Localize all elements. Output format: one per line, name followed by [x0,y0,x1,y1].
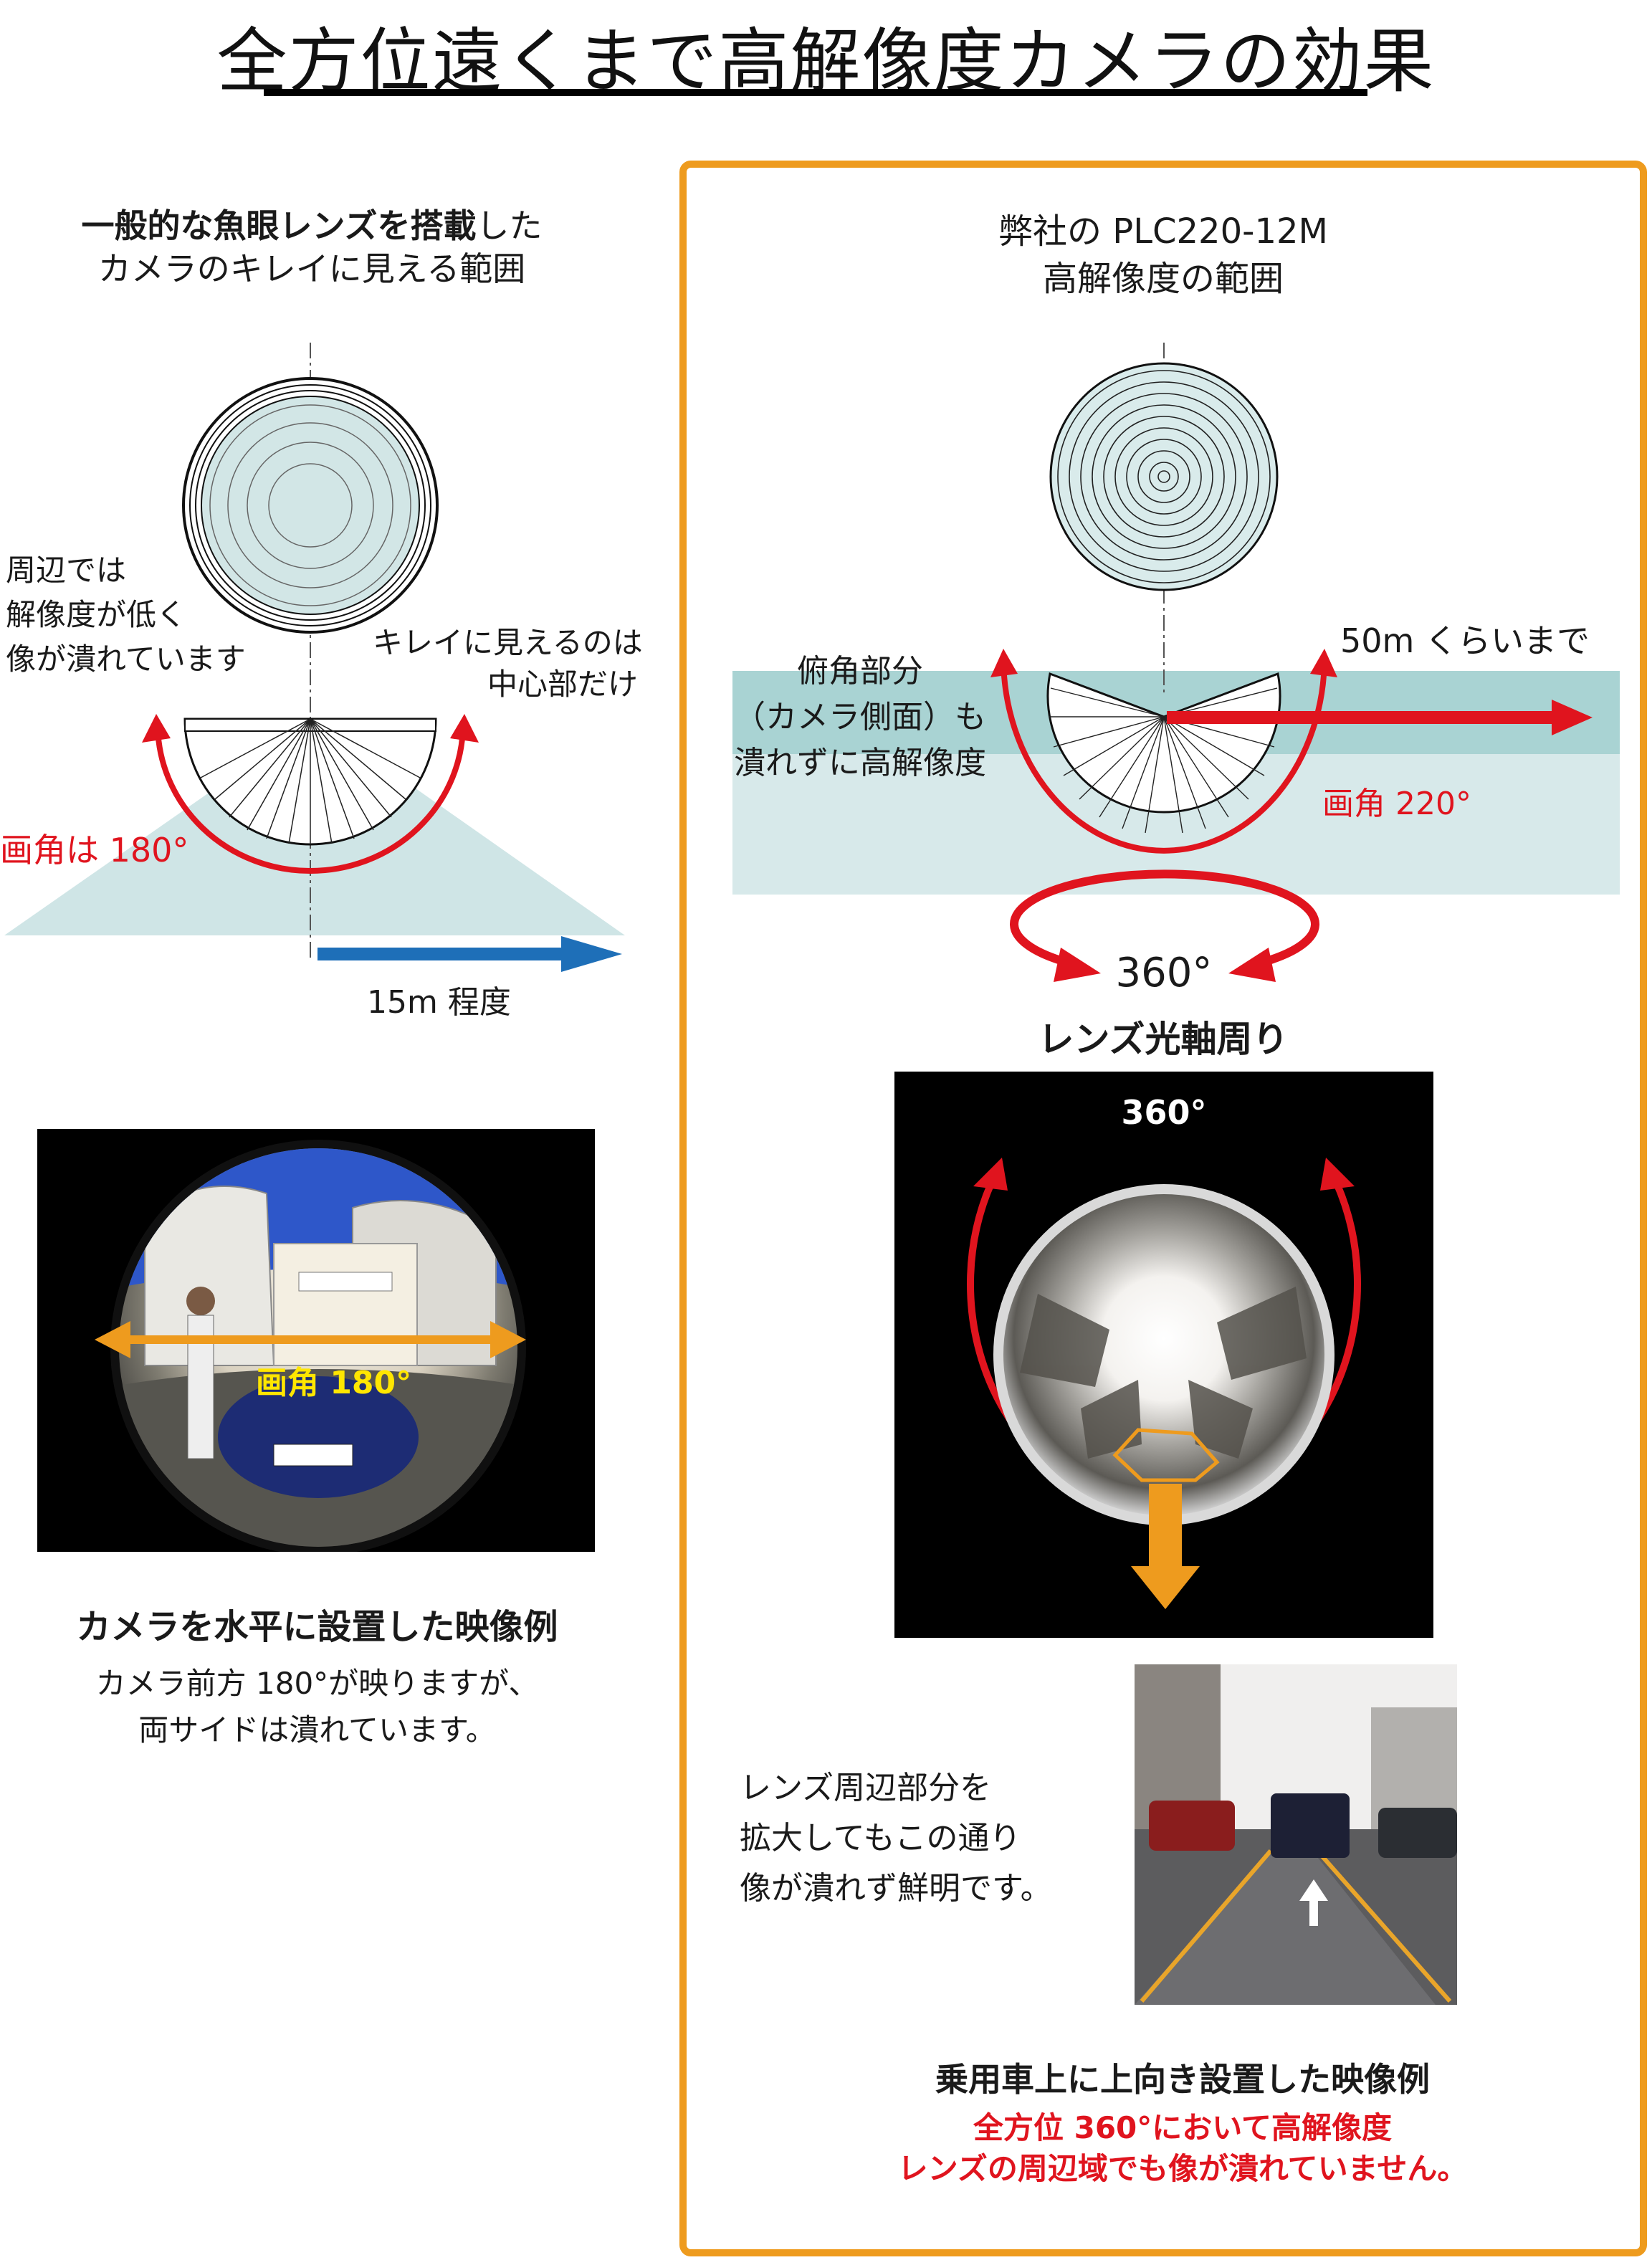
edge-note-line1: 周辺では [6,553,127,588]
right-heading: 弊社の PLC220-12M 高解像度の範囲 [679,208,1647,302]
plc-distance-arrowhead [1552,700,1593,735]
left-distance-label: 15m 程度 [367,984,511,1021]
zoom-note: レンズ周辺部分を 拡大してもこの通り 像が潰れず鮮明です。 [740,1763,1052,1914]
zoom-note-line2: 拡大してもこの通り [740,1820,1021,1856]
fisheye-lens-side-icon [183,717,437,846]
plc-lens-top-icon [1049,362,1279,591]
plc-photo: 360° [894,1072,1433,1638]
side-note-line3: 潰れずに高解像度 [734,745,986,781]
left-edge-note: 周辺では 解像度が低く 像が潰れています [6,548,246,682]
fov-field [4,788,625,935]
left-heading: 一般的な魚眼レンズを搭載した カメラのキレイに見える範囲 [0,204,624,290]
left-caption-line1: カメラ前方 180°が映りますが、 [95,1666,539,1701]
edge-note-line2: 解像度が低く [6,597,187,632]
fisheye-lens-top-icon [182,377,439,634]
plc-photo-graphic [967,1158,1361,1609]
center-note-line2: 中心部だけ [487,667,638,702]
fisheye-photo-graphic [95,1140,526,1552]
rotation-arrow-icon [1010,869,1319,982]
plc-panel [679,161,1647,2256]
distance-arrowhead [561,936,622,972]
plc-photo-label: 360° [1121,1093,1207,1132]
rotation-label: 360° [1115,950,1213,996]
arc-arrowhead-left [142,714,171,743]
side-note-line2: （カメラ側面）も [734,699,986,735]
angle-arc-180 [155,723,466,874]
title-underline [264,89,1367,96]
left-angle-label: 画角は 180° [0,831,189,869]
arc220-arrowhead-right [1310,649,1337,677]
plc-lens-side-icon [1046,672,1281,834]
center-note-line1: キレイに見えるのは [373,625,643,660]
side-note-line1: 俯角部分 [797,653,923,690]
left-center-note: キレイに見えるのは 中心部だけ [373,622,643,705]
right-heading-line2: 高解像度の範囲 [1042,259,1284,299]
left-heading-rest: した [476,206,543,245]
arc-arrowhead-right [450,714,479,743]
left-heading-bold: 一般的な魚眼レンズを搭載 [81,206,477,245]
plc-distance-arrow-icon [1167,711,1554,724]
angle-arc-220 [1001,657,1327,854]
right-distance-label: 50m くらいまで [1340,621,1590,660]
zoom-note-line3: 像が潰れず鮮明です。 [740,1870,1052,1907]
fisheye-photo-label: 画角 180° [256,1365,412,1401]
right-caption-red1: 全方位 360°において高解像度 [973,2110,1393,2145]
right-heading-line1: 弊社の PLC220-12M [998,211,1328,252]
left-caption-title: カメラを水平に設置した映像例 [76,1607,558,1647]
distance-arrow-icon [317,948,561,960]
right-angle-label: 画角 220° [1322,786,1471,822]
rotation-caption: レンズ光軸周り [1038,1019,1289,1060]
edge-note-line3: 像が潰れています [6,642,246,677]
right-side-note: 俯角部分 （カメラ側面）も 潰れずに高解像度 [717,649,1003,786]
zoom-note-line1: レンズ周辺部分を [740,1770,992,1806]
left-caption-line2: 両サイドは潰れています。 [138,1712,496,1748]
right-caption-red2: レンズの周辺域でも像が潰れていません。 [897,2151,1468,2186]
arc220-arrowhead-left [990,649,1018,677]
fisheye-photo: 画角 180° [37,1129,595,1552]
zoom-photo-graphic [1135,1664,1457,2005]
left-heading-line2: カメラのキレイに見える範囲 [97,249,526,288]
right-caption-title: 乗用車上に上向き設置した映像例 [935,2060,1430,2099]
zoom-photo [1135,1664,1457,2005]
